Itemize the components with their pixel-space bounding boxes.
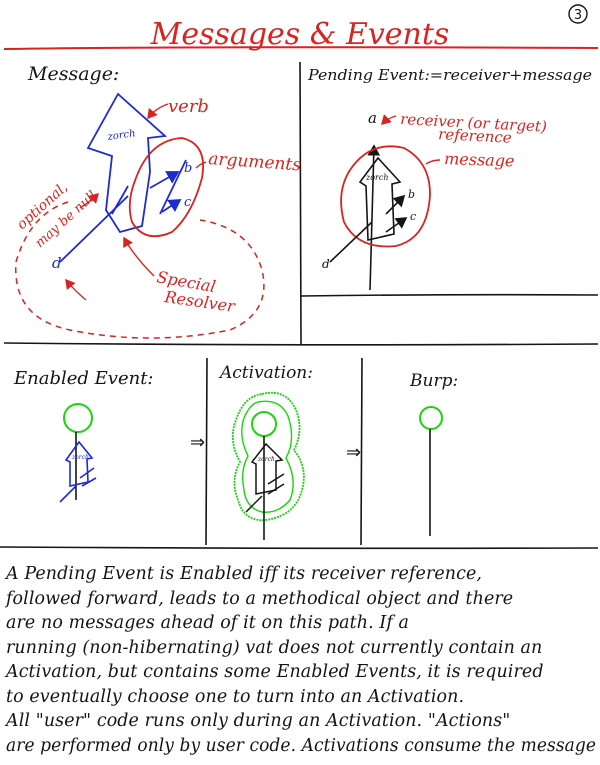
green-circle-icon	[251, 411, 277, 437]
title-underline	[3, 46, 599, 50]
message-pointer	[425, 159, 441, 165]
body-line: Activation, but contains some Enabled Ev…	[6, 662, 544, 682]
body-line: to eventually choose one to turn into an…	[6, 686, 465, 707]
pending-target-label: a	[368, 109, 377, 127]
arg-c-label: c	[184, 195, 192, 210]
implies-arrow-1: ⇒	[190, 432, 205, 453]
body-line: running (non-hibernating) vat does not c…	[6, 637, 543, 658]
burp-heading: Burp:	[409, 371, 458, 391]
implies-arrow-2: ⇒	[346, 442, 361, 463]
activation-heading: Activation:	[218, 363, 313, 383]
page-number: 3	[574, 8, 582, 23]
zorch-arrow-icon	[59, 440, 97, 503]
message-blob	[340, 145, 431, 248]
activation-glow-inner	[241, 400, 294, 513]
green-circle-icon	[63, 403, 93, 433]
optional-pointer	[79, 193, 99, 209]
pending-zorch-label: zorch	[365, 173, 389, 182]
zorch-arrow-icon	[245, 442, 285, 513]
message-heading: Message:	[27, 63, 119, 85]
pending-arg-d: d	[322, 257, 330, 271]
arguments-blob	[128, 137, 204, 238]
receiver-label-2: reference	[438, 125, 512, 147]
message-label: message	[444, 149, 515, 170]
body-line: are performed only by user code. Activat…	[6, 735, 597, 756]
page-title: Messages & Events	[150, 17, 450, 52]
arg-d-label: d	[52, 254, 62, 272]
zorch-label: zorch	[106, 128, 136, 143]
arguments-label: arguments	[208, 149, 302, 175]
zorch-arrow-icon	[59, 92, 168, 263]
resolver-label: Resolver	[162, 287, 237, 316]
activation-zorch-label: zorch	[257, 456, 275, 463]
activation-glow	[231, 391, 305, 522]
argument-arrows	[149, 159, 187, 215]
enabled-heading: Enabled Event:	[13, 368, 154, 389]
panel-frame	[0, 61, 599, 550]
pending-arg-c: c	[410, 210, 416, 223]
arguments-pointer	[195, 161, 207, 169]
verb-label: verb	[168, 96, 209, 117]
receiver-line	[367, 144, 381, 291]
arg-b-label: b	[184, 161, 192, 176]
body-line: followed forward, leads to a methodical …	[6, 588, 514, 609]
receiver-pointer	[381, 114, 397, 125]
body-paragraph: A Pending Event is Enabled iff its recei…	[6, 562, 598, 758]
resolver-dashed-region	[15, 201, 265, 339]
enabled-zorch-label: zorch	[71, 454, 89, 461]
pending-heading: Pending Event:=receiver+message	[307, 66, 592, 84]
body-line: are no messages ahead of it on this path…	[6, 613, 410, 633]
green-circle-icon	[419, 406, 443, 430]
resolver-pointer	[123, 236, 155, 277]
body-line: A Pending Event is Enabled iff its recei…	[6, 564, 483, 584]
body-line: All "user" code runs only during an Acti…	[6, 711, 511, 731]
verb-pointer	[147, 103, 169, 120]
zorch-arrow-icon	[329, 156, 408, 263]
d-pointer	[65, 278, 87, 301]
pending-arg-b: b	[408, 188, 415, 201]
circled-number-icon	[568, 4, 588, 24]
